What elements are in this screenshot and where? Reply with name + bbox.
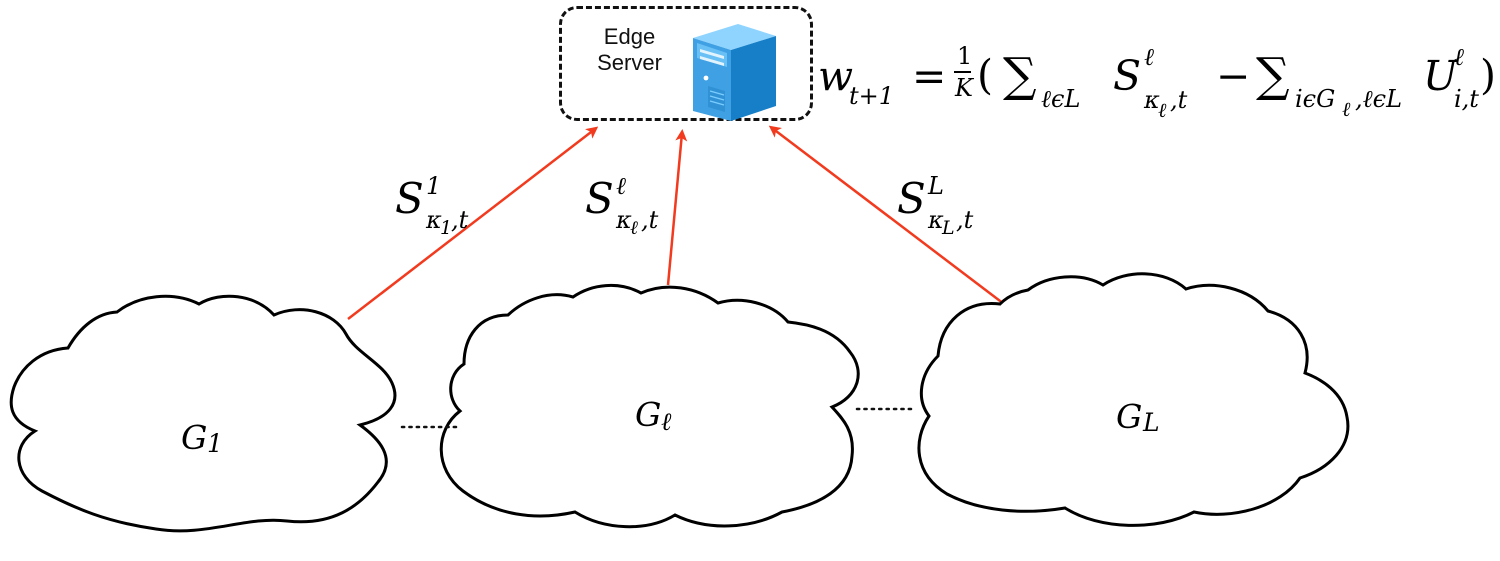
- server-vent-line-1: [709, 90, 725, 96]
- formula-close-paren: ): [1480, 51, 1496, 99]
- upload-label-group-L-sub-subscript: L: [942, 217, 955, 239]
- upload-label-group-1: S 1 κ 1 ,t: [395, 172, 485, 244]
- edge-server-label-line-2: Server: [597, 50, 662, 75]
- server-vent-line-3: [709, 100, 725, 106]
- formula-term-1-subscript: κ: [1144, 86, 1160, 114]
- group-ellipsis: [400, 407, 917, 429]
- formula-fraction: 1 K: [953, 44, 973, 108]
- upload-label-group-1-base: S: [395, 174, 424, 223]
- formula-fraction-bar: [954, 71, 971, 73]
- formula-term-1-subscript-tail: ,t: [1170, 86, 1188, 114]
- upload-label-group-1-subscript: κ: [426, 206, 442, 234]
- formula-equals: =: [912, 52, 947, 100]
- upload-label-group-L-superscript: L: [928, 172, 944, 200]
- formula-sum-2: ∑: [1256, 48, 1290, 103]
- formula-sum-2-sub-subscript: ℓ: [1342, 97, 1351, 121]
- formula-lhs-subscript: t+1: [849, 82, 895, 110]
- formula-term-1-superscript: ℓ: [1144, 43, 1154, 71]
- group-label-l-name: G: [635, 395, 662, 434]
- server-drive-slot-2: [700, 56, 724, 66]
- server-vent-line-2: [709, 95, 725, 101]
- formula-sum-2-subscript: iϵG: [1295, 85, 1336, 113]
- formula-sum-1: ∑: [1003, 48, 1037, 103]
- formula-fraction-denominator: K: [955, 74, 973, 102]
- group-label-1: G 1: [181, 418, 236, 463]
- server-status-light: [703, 75, 709, 81]
- edge-server-label: Edge Server: [582, 24, 677, 76]
- formula-term-2-base: U: [1423, 52, 1458, 100]
- formula-term-1-sub-subscript: ℓ: [1158, 98, 1167, 122]
- group-label-1-index: 1: [207, 429, 223, 458]
- upload-arrow-group-1: [347, 126, 599, 320]
- group-label-L: G L: [1116, 397, 1171, 442]
- upload-label-group-l: S ℓ κ ℓ ,t: [585, 172, 675, 244]
- upload-label-group-l-subscript-tail: ,t: [641, 206, 659, 234]
- formula-term-1-base: S: [1113, 52, 1142, 100]
- edge-server-label-line-1: Edge: [603, 24, 656, 49]
- server-top-face: [693, 24, 776, 50]
- server-side-face: [731, 36, 776, 121]
- upload-label-group-L-subscript: κ: [928, 206, 944, 234]
- formula-fraction-numerator: 1: [957, 42, 973, 70]
- upload-label-group-1-superscript: 1: [426, 172, 442, 200]
- server-icon: [693, 24, 776, 121]
- server-vent: [708, 86, 725, 112]
- group-label-l-index: ℓ: [661, 407, 672, 436]
- server-drive-slot-1: [700, 49, 724, 59]
- cloud-group-l: [439, 283, 860, 529]
- upload-label-group-1-sub-subscript: 1: [440, 217, 453, 239]
- group-label-l: G ℓ: [635, 395, 690, 440]
- aggregation-formula: w t+1 = 1 K ( ∑ ℓϵL S ℓ κ ℓ ,t − ∑ iϵG ℓ…: [818, 42, 1498, 130]
- upload-label-group-l-base: S: [585, 174, 614, 223]
- formula-open-paren: (: [977, 51, 993, 99]
- upload-label-group-l-sub-subscript: ℓ: [630, 217, 638, 239]
- device-groups: [9, 272, 1350, 533]
- upload-label-group-1-subscript-tail: ,t: [451, 206, 469, 234]
- upload-label-group-L-base: S: [897, 174, 926, 223]
- group-label-L-name: G: [1116, 397, 1143, 436]
- group-label-1-name: G: [181, 418, 208, 457]
- formula-term-2-subscript: i,t: [1454, 85, 1479, 113]
- formula-sum-1-subscript: ℓϵL: [1041, 85, 1081, 113]
- upload-label-group-l-subscript: κ: [616, 206, 632, 234]
- cloud-group-1: [9, 294, 397, 533]
- formula-lhs-base: w: [818, 52, 854, 100]
- formula-minus: −: [1216, 52, 1251, 100]
- upload-arrow-group-l: [666, 129, 688, 286]
- formula-sum-2-subscript-tail: ,ℓϵL: [1355, 85, 1403, 113]
- group-label-L-index: L: [1143, 408, 1160, 437]
- upload-label-group-L-subscript-tail: ,t: [956, 206, 974, 234]
- upload-label-group-L: S L κ L ,t: [897, 172, 992, 244]
- upload-arrows: [347, 125, 1009, 320]
- upload-label-group-l-superscript: ℓ: [616, 172, 626, 200]
- cloud-group-L: [917, 272, 1350, 527]
- formula-term-2-superscript: ℓ: [1454, 43, 1464, 71]
- upload-arrow-group-L: [768, 125, 1009, 308]
